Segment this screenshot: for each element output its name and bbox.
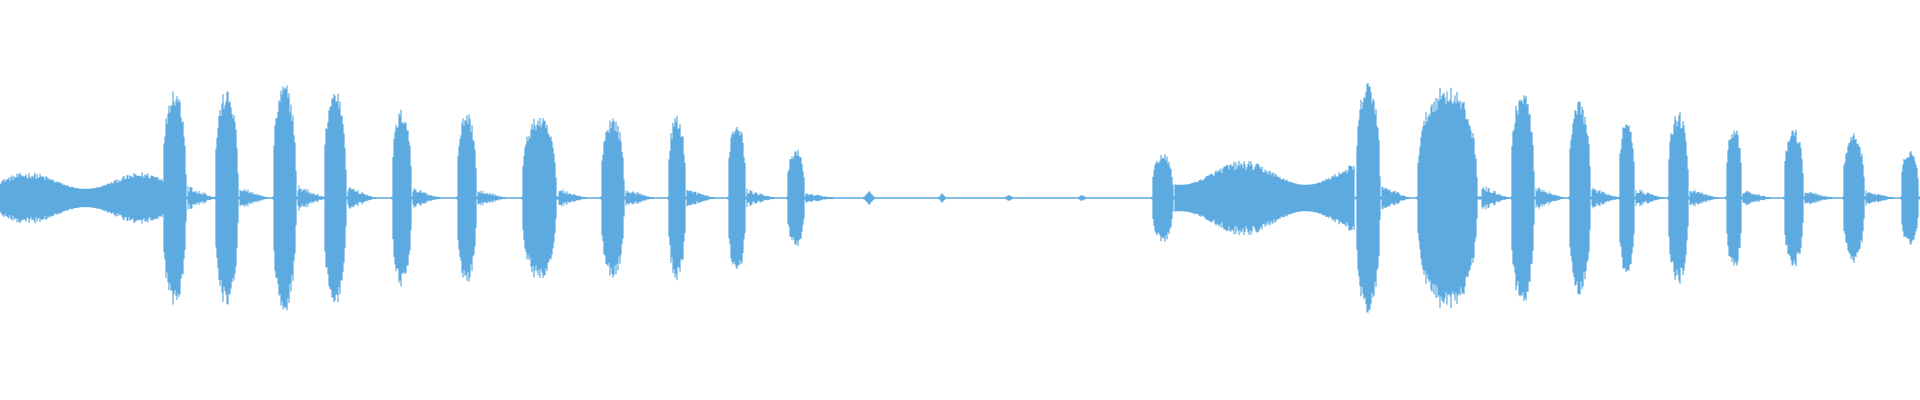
waveform-segment <box>1783 129 1806 267</box>
waveform-tail <box>347 187 376 209</box>
waveform-tail <box>1804 191 1833 205</box>
waveform-segment <box>786 149 807 247</box>
waveform-tail <box>1591 187 1620 209</box>
waveform-bar <box>1355 83 1383 313</box>
waveform-tail <box>297 185 326 211</box>
waveform-tail <box>412 188 441 208</box>
waveform-bar <box>391 109 414 287</box>
waveform-tail <box>1535 187 1564 209</box>
waveform-tail <box>1865 190 1894 206</box>
waveform-tail <box>1174 193 1203 203</box>
waveform-bar <box>323 93 349 303</box>
waveform-segment <box>938 193 946 203</box>
waveform-bar <box>600 118 627 278</box>
waveform-tail <box>477 190 506 206</box>
waveform-tail <box>558 189 587 207</box>
waveform-segment <box>1355 83 1383 313</box>
waveform-bar <box>1510 95 1537 301</box>
waveform-segment <box>162 91 189 305</box>
waveform-bar <box>1568 101 1593 295</box>
waveform-tail <box>686 189 715 207</box>
waveform-segment <box>727 126 748 270</box>
waveform-tail <box>1742 190 1771 206</box>
waveform-bar <box>863 191 875 205</box>
waveform-tail <box>625 190 654 206</box>
waveform-segment <box>1667 112 1691 284</box>
waveform-tail <box>187 186 216 210</box>
waveform-segment <box>1005 195 1013 201</box>
waveform-segment <box>1900 151 1920 245</box>
waveform-bar <box>521 118 560 278</box>
waveform-bar <box>1900 151 1920 245</box>
waveform-bar <box>1725 130 1744 266</box>
waveform-tail <box>239 189 268 207</box>
waveform-segment <box>272 85 299 311</box>
waveform-segment <box>1510 95 1537 301</box>
waveform-segment <box>1416 87 1483 309</box>
waveform-bar <box>938 193 946 203</box>
waveform-segment <box>1151 154 1176 242</box>
waveform-segment <box>456 114 479 282</box>
waveform-segment <box>1618 124 1637 272</box>
waveform-bar <box>0 172 164 224</box>
waveform-segment <box>214 91 241 305</box>
waveform-bar <box>727 126 748 270</box>
waveform-segment <box>1078 195 1086 201</box>
waveform-bar <box>162 91 189 305</box>
waveform-segment <box>863 191 875 205</box>
waveform-bar <box>1842 133 1867 263</box>
waveform-segment <box>667 115 688 281</box>
waveform-segment <box>1568 101 1593 295</box>
waveform-tail <box>1481 186 1510 210</box>
waveform-bar <box>456 114 479 282</box>
waveform-segment <box>391 109 414 287</box>
waveform-bar <box>1416 87 1483 309</box>
waveform-tail <box>1381 186 1410 210</box>
waveform-segment <box>1725 130 1744 266</box>
waveform-bar <box>1783 129 1806 267</box>
waveform-segment <box>0 172 164 224</box>
waveform-bar <box>1667 112 1691 284</box>
waveform-bar <box>1618 124 1637 272</box>
waveform-tail <box>746 188 775 208</box>
waveform-segment <box>521 118 560 278</box>
waveform-bar <box>1078 195 1086 201</box>
waveform-segment <box>600 118 627 278</box>
waveform-bar <box>786 149 807 247</box>
waveform-tail <box>1635 189 1664 207</box>
waveform-bar <box>1005 195 1013 201</box>
waveform-bar <box>667 115 688 281</box>
waveform-bar <box>272 85 299 311</box>
waveform-segment <box>323 93 349 303</box>
waveform-bar <box>1151 154 1176 242</box>
waveform-bar <box>214 91 241 305</box>
waveform-tail <box>1689 189 1718 207</box>
waveform-segment <box>1842 133 1867 263</box>
waveform-tail <box>805 193 834 203</box>
